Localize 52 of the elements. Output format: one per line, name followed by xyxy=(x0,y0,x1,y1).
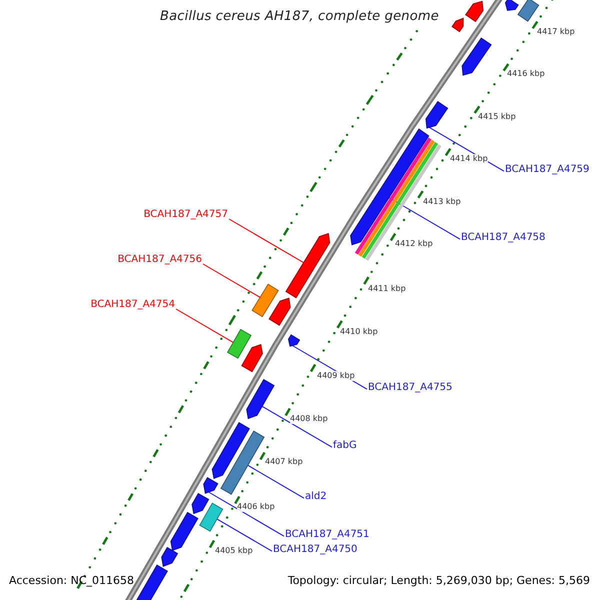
gene-label: ald2 xyxy=(305,491,327,503)
gene-feature xyxy=(199,502,224,532)
gene-feature xyxy=(288,334,300,347)
leader-line xyxy=(262,406,332,448)
gene-feature xyxy=(170,512,198,552)
gene-feature xyxy=(161,546,178,567)
gene-feature xyxy=(285,232,330,298)
scale-label: 4409 kbp xyxy=(317,371,355,381)
gene-feature xyxy=(241,344,263,372)
gene-feature xyxy=(504,0,519,11)
leader-line xyxy=(208,492,284,537)
scale-label: 4416 kbp xyxy=(507,69,545,79)
scale-label: 4415 kbp xyxy=(478,112,516,122)
genome-info-text: Topology: circular; Length: 5,269,030 bp; Genes: 5,569 xyxy=(288,574,590,588)
scale-label: 4414 kbp xyxy=(450,154,488,164)
gene-label: BCAH187_A4757 xyxy=(144,209,228,221)
gene-label: BCAH187_A4758 xyxy=(461,232,546,244)
gene-label: BCAH187_A4754 xyxy=(90,299,175,311)
gene-label: BCAH187_A4756 xyxy=(118,254,202,266)
scale-label: 4410 kbp xyxy=(340,327,378,337)
accession-text: Accession: NC_011658 xyxy=(9,574,134,588)
gene-feature xyxy=(268,298,291,326)
gene-feature xyxy=(192,492,210,514)
leader-line xyxy=(216,518,272,552)
leader-line xyxy=(176,308,234,344)
gene-feature xyxy=(465,0,484,22)
gene-feature xyxy=(452,18,464,32)
gene-label: BCAH187_A4755 xyxy=(368,382,452,394)
leader-line xyxy=(202,264,261,298)
scale-label: 4413 kbp xyxy=(423,197,461,207)
scale-label: 4411 kbp xyxy=(368,284,406,294)
leader-line xyxy=(247,464,304,499)
gene-feature xyxy=(252,284,279,318)
gene-feature xyxy=(517,0,540,22)
gene-feature xyxy=(425,100,448,129)
scale-label: 4405 kbp xyxy=(215,546,253,556)
leader-line xyxy=(228,218,304,264)
gene-feature xyxy=(220,430,265,495)
gene-label: BCAH187_A4759 xyxy=(505,164,590,176)
scale-label: 4408 kbp xyxy=(290,414,328,424)
gene-feature xyxy=(246,378,275,420)
scale-label: 4412 kbp xyxy=(395,239,433,249)
gene-feature xyxy=(462,37,492,76)
gene-label: BCAH187_A4750 xyxy=(273,544,358,556)
gene-feature xyxy=(226,328,252,359)
gene-feature xyxy=(212,422,250,479)
gene-label: BCAH187_A4751 xyxy=(285,529,370,541)
scale-label: 4407 kbp xyxy=(265,457,303,467)
scale-label: 4417 kbp xyxy=(537,27,575,37)
map-title: Bacillus cereus AH187, complete genome xyxy=(160,9,439,25)
gene-label: fabG xyxy=(333,440,357,452)
scale-label: 4406 kbp xyxy=(237,502,275,512)
